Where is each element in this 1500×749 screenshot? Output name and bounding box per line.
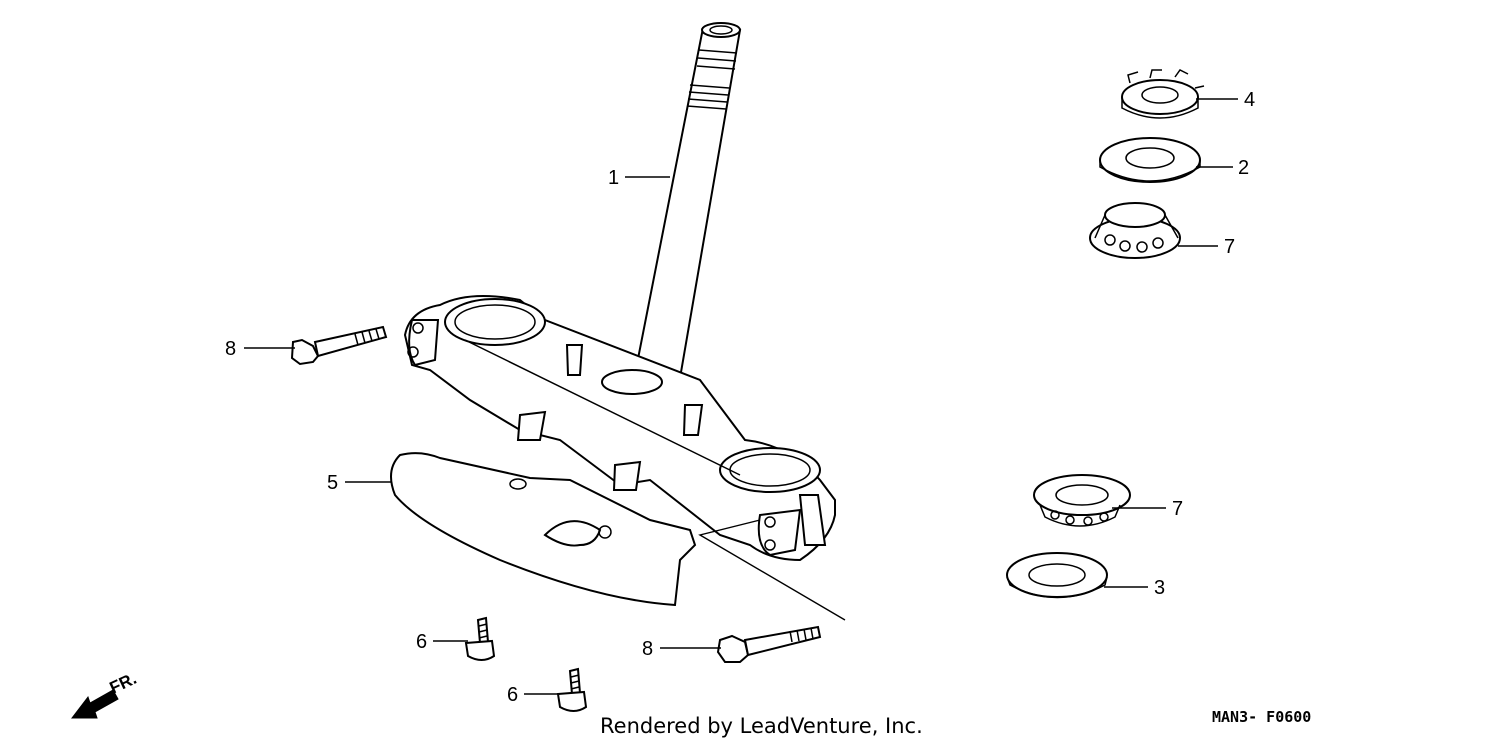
steering-stem-part-1[interactable] [403,22,836,562]
stem-nut-part-4[interactable] [1121,69,1205,119]
callout-5: 5 [327,472,338,494]
bearing-upper-part-7[interactable] [1089,202,1181,259]
callout-8-upper: 8 [225,338,236,360]
callout-7-upper: 7 [1224,236,1235,258]
pinch-bolt-lower-part-8[interactable] [716,625,822,663]
screw-lower-part-6[interactable] [556,667,588,712]
callout-2: 2 [1238,157,1249,179]
dust-seal-part-2[interactable] [1099,137,1201,183]
footer-credit: Rendered by LeadVenture, Inc. [600,714,923,738]
dust-seal-part-3[interactable] [1006,552,1108,599]
callout-8-lower: 8 [642,638,653,660]
callout-6-upper: 6 [416,631,427,653]
pinch-bolt-upper-part-8[interactable] [290,325,388,366]
callout-3: 3 [1154,577,1165,599]
callout-6-lower: 6 [507,684,518,706]
screw-upper-part-6[interactable] [464,616,496,661]
callout-4: 4 [1244,89,1255,111]
callout-7-lower: 7 [1172,498,1183,520]
diagram-code: MAN3- F0600 [1212,708,1312,726]
leader-lines [244,98,1238,695]
callout-numbers: 1 4 2 7 7 3 5 8 8 6 6 [225,89,1255,706]
bearing-lower-part-7[interactable] [1033,474,1131,527]
direction-arrow-icon [70,689,119,719]
callout-1: 1 [608,167,619,189]
under-cover-part-5[interactable] [390,452,697,607]
front-direction-indicator: FR. [70,669,140,719]
